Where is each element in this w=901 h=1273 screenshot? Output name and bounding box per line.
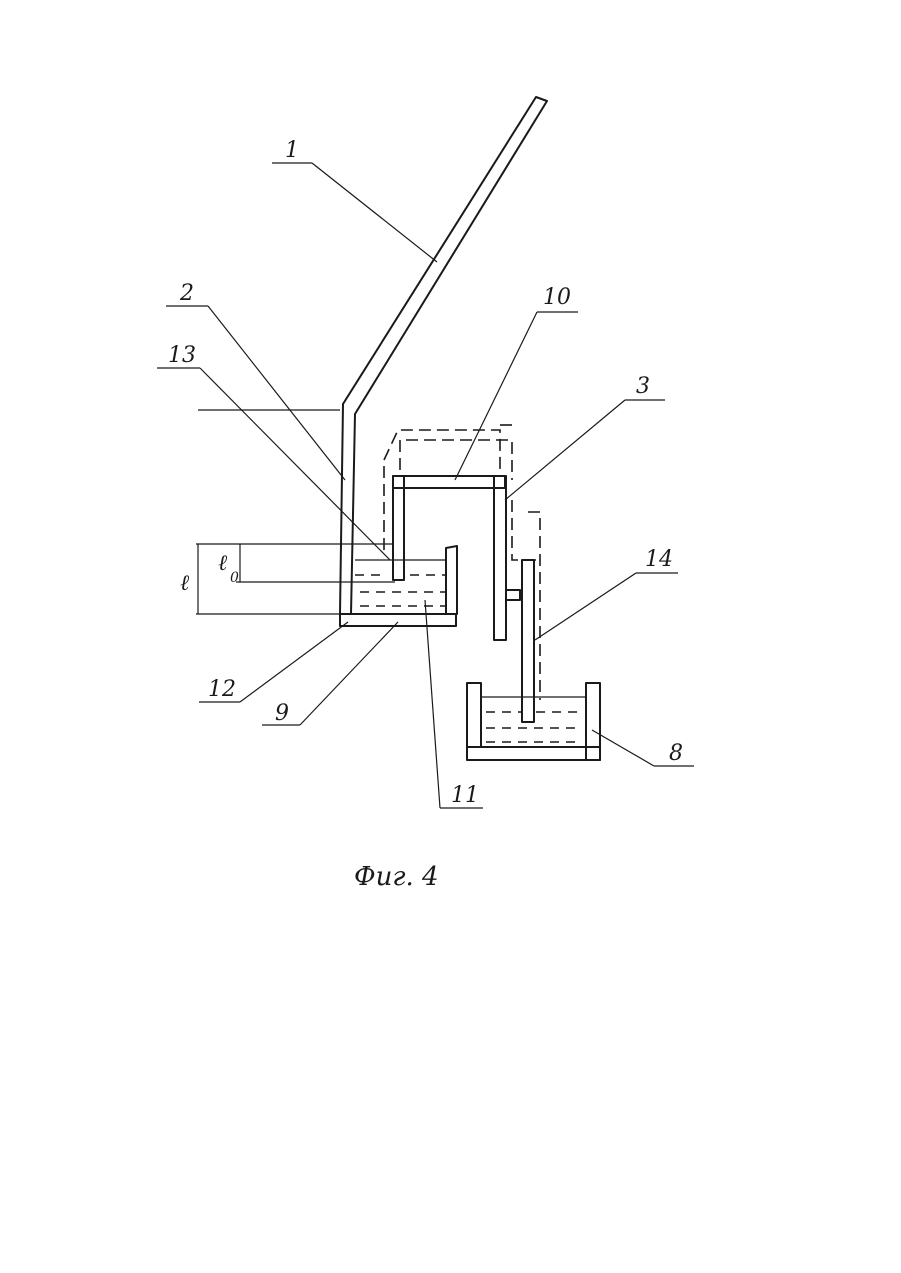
callout-12: 12 [208,677,236,702]
callout-11: 11 [451,783,479,808]
figure-caption: Фиг. 4 [354,862,439,892]
lower-trough [340,546,457,626]
callout-3: 3 [636,374,650,399]
callout-1: 1 [285,138,299,163]
callout-8: 8 [669,741,683,766]
callout-10: 10 [543,285,571,310]
dimension-l0-label: ℓ [218,551,228,576]
outlet-tube [522,560,534,722]
leader-lines [157,163,694,808]
dimension-l0-subscript: 0 [230,570,239,586]
callout-14: 14 [645,547,673,572]
dimension-lines [196,410,395,614]
dimension-l-label: ℓ [180,571,190,596]
callout-13: 13 [168,343,196,368]
callout-2: 2 [179,281,194,306]
callout-9: 9 [275,701,289,726]
